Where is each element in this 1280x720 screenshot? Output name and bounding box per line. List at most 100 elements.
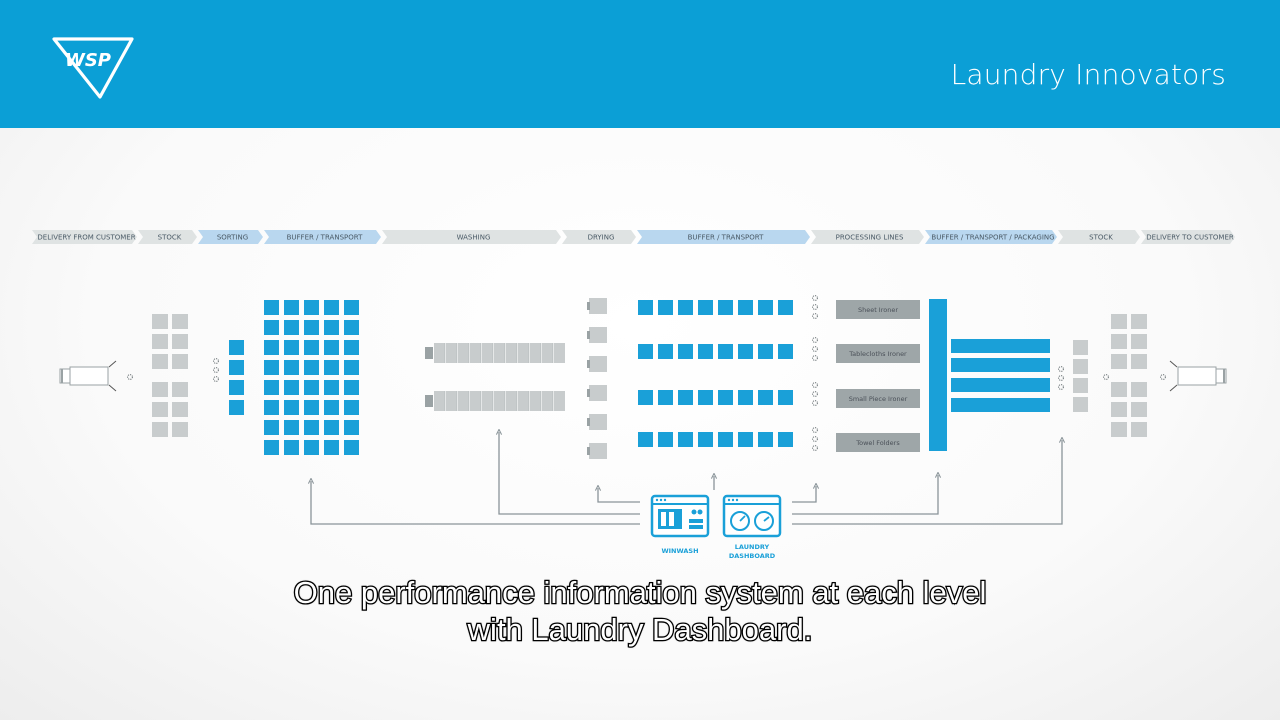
processing-line-small-piece-ironer: Small Piece Ironer: [836, 389, 920, 408]
connection-arrows: [311, 432, 1062, 525]
buffer-bag: [264, 360, 279, 375]
stock-bin: [152, 314, 168, 329]
transport-bag: [758, 344, 773, 359]
dashboard-label-line2: DASHBOARD: [729, 552, 776, 560]
stock-bin: [152, 402, 168, 417]
transport-bag: [758, 390, 773, 405]
linen-bag-icon: [1058, 384, 1064, 390]
stock-bin: [1073, 397, 1088, 412]
packaging-lane: [951, 358, 1050, 372]
washing-tunnel-1: [494, 343, 505, 363]
washing-tunnel-1: [425, 347, 433, 359]
stock-bin: [1131, 334, 1147, 349]
stage-label: BUFFER / TRANSPORT / PACKAGING: [931, 234, 1054, 242]
linen-bag-icon: [1160, 374, 1166, 380]
transport-bag: [678, 432, 693, 447]
dryer: [589, 356, 607, 372]
linen-bag-icon: [812, 346, 818, 352]
buffer-bag: [324, 320, 339, 335]
stage-label: SORTING: [217, 234, 248, 242]
stage-bar: DELIVERY FROM CUSTOMER STOCK SORTING BUFFER…: [32, 230, 1235, 244]
processing-line-tablecloths-ironer: Tablecloths Ironer: [836, 344, 920, 363]
stock-bin: [152, 382, 168, 397]
header-bar: WSP Laundry Innovators: [0, 0, 1280, 128]
dryer: [589, 414, 607, 430]
truck-cab: [59, 368, 71, 384]
transport-bag: [678, 344, 693, 359]
buffer-bag: [264, 440, 279, 455]
stage-segment: [138, 230, 197, 244]
transport-bag: [718, 390, 733, 405]
stock-bin: [172, 354, 188, 369]
buffer-bag: [324, 300, 339, 315]
sorting-bin: [229, 340, 244, 355]
buffer-bag: [344, 360, 359, 375]
buffer-bag: [344, 400, 359, 415]
sorting-bin: [229, 380, 244, 395]
tagline: Laundry Innovators: [950, 58, 1226, 91]
stock-bin: [1111, 334, 1127, 349]
stage-label: BUFFER / TRANSPORT: [688, 234, 764, 242]
transport-bag: [638, 344, 653, 359]
stage-label: DELIVERY TO CUSTOMER: [1146, 234, 1234, 242]
buffer-bag: [324, 420, 339, 435]
winwash-app-icon: [650, 494, 710, 538]
buffer-bag: [304, 300, 319, 315]
transport-bag: [698, 390, 713, 405]
linen-bag-icon: [213, 367, 219, 373]
processing-line-towel-folders: Towel Folders: [836, 433, 920, 452]
dryer: [589, 385, 607, 401]
dryer-door: [587, 418, 590, 426]
washing-tunnel-1: [458, 343, 469, 363]
winwash-label: WINWASH: [661, 547, 698, 555]
buffer-bag: [304, 420, 319, 435]
washing-tunnel-2: [470, 391, 481, 411]
buffer-bag: [324, 360, 339, 375]
buffer-bag: [344, 420, 359, 435]
arrow-to-stock: [792, 440, 1062, 525]
buffer-bag: [284, 440, 299, 455]
transport-bag: [658, 344, 673, 359]
dryer-door: [587, 447, 590, 455]
linen-bag-icon: [213, 358, 219, 364]
buffer-bag: [284, 380, 299, 395]
packaging-conveyor: [929, 299, 947, 451]
washing-tunnel-2: [542, 391, 553, 411]
stage-label: DELIVERY FROM CUSTOMER: [37, 234, 135, 242]
stage-segment: [264, 230, 381, 244]
dryer-door: [587, 389, 590, 397]
linen-bag-icon: [1058, 366, 1064, 372]
transport-bag: [718, 432, 733, 447]
dryer-door: [587, 331, 590, 339]
buffer-bag: [284, 340, 299, 355]
caption-line-1: One performance information system at ea…: [292, 574, 987, 612]
caption-line-2: with Laundry Dashboard.: [466, 611, 813, 649]
buffer-bag: [264, 340, 279, 355]
stock-bin: [1111, 402, 1127, 417]
stage-label: STOCK: [158, 234, 182, 242]
diagram-shapes: [59, 295, 1227, 459]
buffer-bag: [264, 300, 279, 315]
stock-bin: [152, 422, 168, 437]
buffer-bag: [324, 440, 339, 455]
stock-bin: [1073, 378, 1088, 393]
washing-tunnel-2: [530, 391, 541, 411]
dryer-door: [587, 302, 590, 310]
stock-bin: [172, 314, 188, 329]
linen-bag-icon: [812, 313, 818, 319]
stock-bin: [1111, 314, 1127, 329]
stock-bin: [1131, 354, 1147, 369]
buffer-bag: [304, 400, 319, 415]
stage-segment: [32, 230, 137, 244]
svg-text:WSP: WSP: [65, 50, 111, 71]
svg-text:Small Piece Ironer: Small Piece Ironer: [849, 395, 908, 403]
buffer-bag: [284, 400, 299, 415]
washing-tunnel-2: [518, 391, 529, 411]
buffer-bag: [284, 300, 299, 315]
linen-bag-icon: [812, 304, 818, 310]
dryer: [589, 298, 607, 314]
washing-tunnel-1: [446, 343, 457, 363]
buffer-bag: [284, 360, 299, 375]
processing-line-sheet-ironer: Sheet Ironer: [836, 300, 920, 319]
linen-bag-icon: [812, 382, 818, 388]
